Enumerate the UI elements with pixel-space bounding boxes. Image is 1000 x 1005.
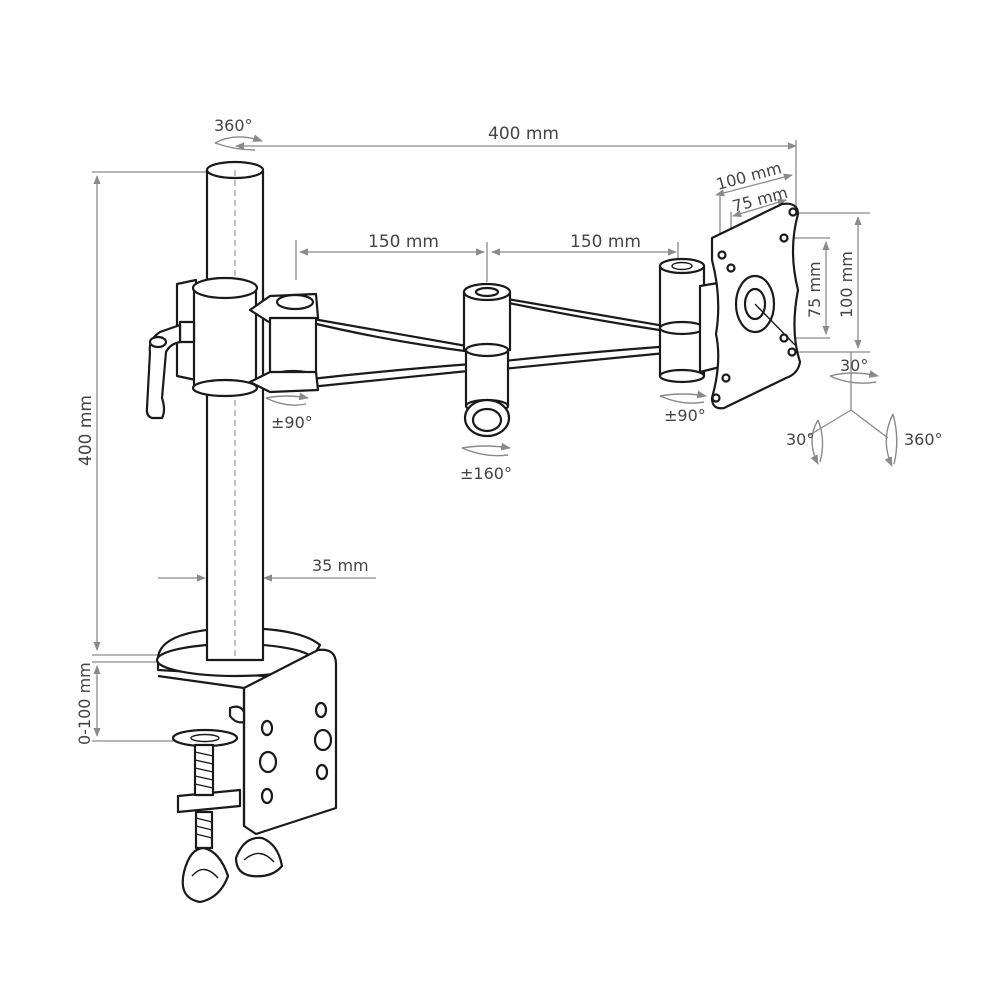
pole-diameter-label: 35 mm [312,556,369,575]
dimension-lines [92,140,889,742]
arm-segment-2-label: 150 mm [570,232,641,252]
plate-rotation-label: 360° [904,430,943,449]
tilt-label: 30° [840,356,868,375]
joint-3-rotation-label: ±90° [664,406,706,425]
height-collar [145,276,259,420]
pole [205,160,265,662]
arm-reach-label: 400 mm [488,124,559,144]
swing-arm [248,257,726,438]
vesa-100-vertical-label: 100 mm [837,251,856,318]
pole-rotation-label: 360° [214,116,253,135]
desk-clamp [155,626,338,904]
joint-1-rotation-label: ±90° [271,413,313,432]
joint-2-rotation-label: ±160° [460,464,512,483]
pole-height-label: 400 mm [76,395,96,466]
vesa-75-vertical-label: 75 mm [805,261,824,318]
vesa-plate [710,202,802,410]
swivel-label: 30° [786,430,814,449]
rotation-arrows [214,134,898,467]
desk-thickness-label: 0-100 mm [75,662,94,745]
arm-segment-1-label: 150 mm [368,232,439,252]
